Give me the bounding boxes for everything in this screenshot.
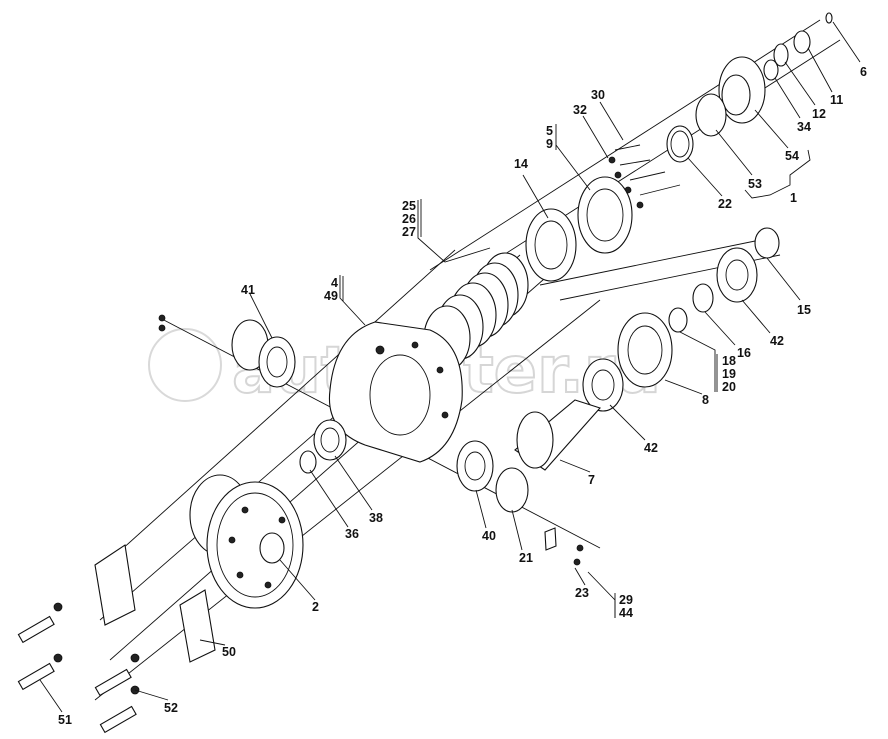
ring-gear-differential (189, 474, 304, 609)
differential-housing (328, 321, 463, 463)
bearing-caps-and-bolts (17, 314, 216, 734)
callout-26: 26 (402, 212, 416, 226)
callout-6: 6 (860, 65, 867, 79)
callout-38: 38 (369, 511, 383, 525)
callout-1: 1 (790, 191, 797, 205)
callout-9: 9 (546, 137, 553, 151)
callout-44: 44 (619, 606, 633, 620)
leader-lines (39, 21, 861, 713)
callout-41: 41 (241, 283, 255, 297)
callout-16: 16 (737, 346, 751, 360)
grouping-brackets (342, 124, 718, 618)
callout-53: 53 (748, 177, 762, 191)
callout-2: 2 (312, 600, 319, 614)
callout-27: 27 (402, 225, 416, 239)
callout-50: 50 (222, 645, 236, 659)
callout-12: 12 (812, 107, 826, 121)
callout-4: 4 (331, 276, 338, 290)
callout-15: 15 (797, 303, 811, 317)
callout-20: 20 (722, 380, 736, 394)
callout-19: 19 (722, 367, 736, 381)
callout-18: 18 (722, 354, 736, 368)
callout-8: 8 (702, 393, 709, 407)
callout-14: 14 (514, 157, 528, 171)
callout-11: 11 (830, 93, 843, 107)
callout-36: 36 (345, 527, 359, 541)
callout-7: 7 (588, 473, 595, 487)
callout-34: 34 (797, 120, 811, 134)
small-rings-and-bearings (299, 419, 584, 566)
hub-assembly (666, 12, 833, 163)
callout-29: 29 (619, 593, 633, 607)
callout-40: 40 (482, 529, 496, 543)
callout-32: 32 (573, 103, 587, 117)
callout-49: 49 (324, 289, 338, 303)
callout-labels: 6 11 12 34 54 53 22 1 30 32 5 9 14 25 26… (58, 65, 867, 727)
callout-30: 30 (591, 88, 605, 102)
callout-23: 23 (575, 586, 589, 600)
callout-42a: 42 (770, 334, 784, 348)
callout-51: 51 (58, 713, 72, 727)
pinion-side-parts (514, 227, 780, 471)
callout-25: 25 (402, 199, 416, 213)
callout-42b: 42 (644, 441, 658, 455)
callout-52: 52 (164, 701, 178, 715)
callout-54: 54 (785, 149, 799, 163)
callout-21: 21 (519, 551, 533, 565)
bearing-41 (231, 319, 296, 388)
bolts-and-carrier (577, 144, 681, 254)
callout-5: 5 (546, 124, 553, 138)
callout-22: 22 (718, 197, 732, 211)
